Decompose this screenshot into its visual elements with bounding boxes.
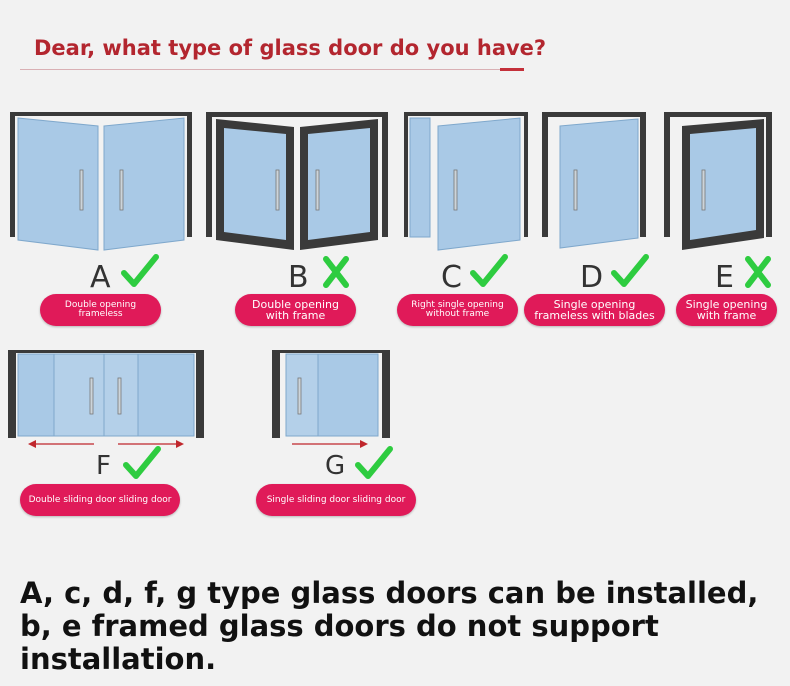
door-f-label: Double sliding door sliding door [20,484,180,516]
check-icon [123,446,161,479]
title-underline-accent [500,68,524,71]
check-icon [121,254,159,287]
door-e-label: Single opening with frame [676,294,777,326]
door-e-letter: E [715,260,734,295]
door-b-illustration [206,112,388,250]
check-icon [355,446,393,479]
door-a-label: Double opening frameless [40,294,161,326]
cross-icon [323,256,349,288]
page-title: Dear, what type of glass door do you hav… [34,36,547,60]
door-a-letter: A [90,260,111,295]
title-underline [20,69,524,70]
conclusion-text: A, c, d, f, g type glass doors can be in… [20,576,759,676]
door-g-label: Single sliding door sliding door [256,484,416,516]
door-d-label: Single opening frameless with blades [524,294,665,326]
door-d-illustration [542,112,646,249]
door-c-letter: C [441,260,462,295]
door-d-letter: D [580,260,604,295]
door-e-illustration [664,112,772,250]
door-f-illustration [8,350,204,448]
door-b-letter: B [288,260,309,295]
cross-icon [745,256,771,288]
check-icon [470,254,508,287]
door-g-letter: G [325,451,346,481]
door-c-illustration [404,112,528,251]
door-f-letter: F [96,451,111,481]
door-a-illustration [10,112,192,251]
door-c-label: Right single opening without frame [397,294,518,326]
check-icon [611,254,649,287]
door-g-illustration [272,350,390,448]
door-b-label: Double opening with frame [235,294,356,326]
